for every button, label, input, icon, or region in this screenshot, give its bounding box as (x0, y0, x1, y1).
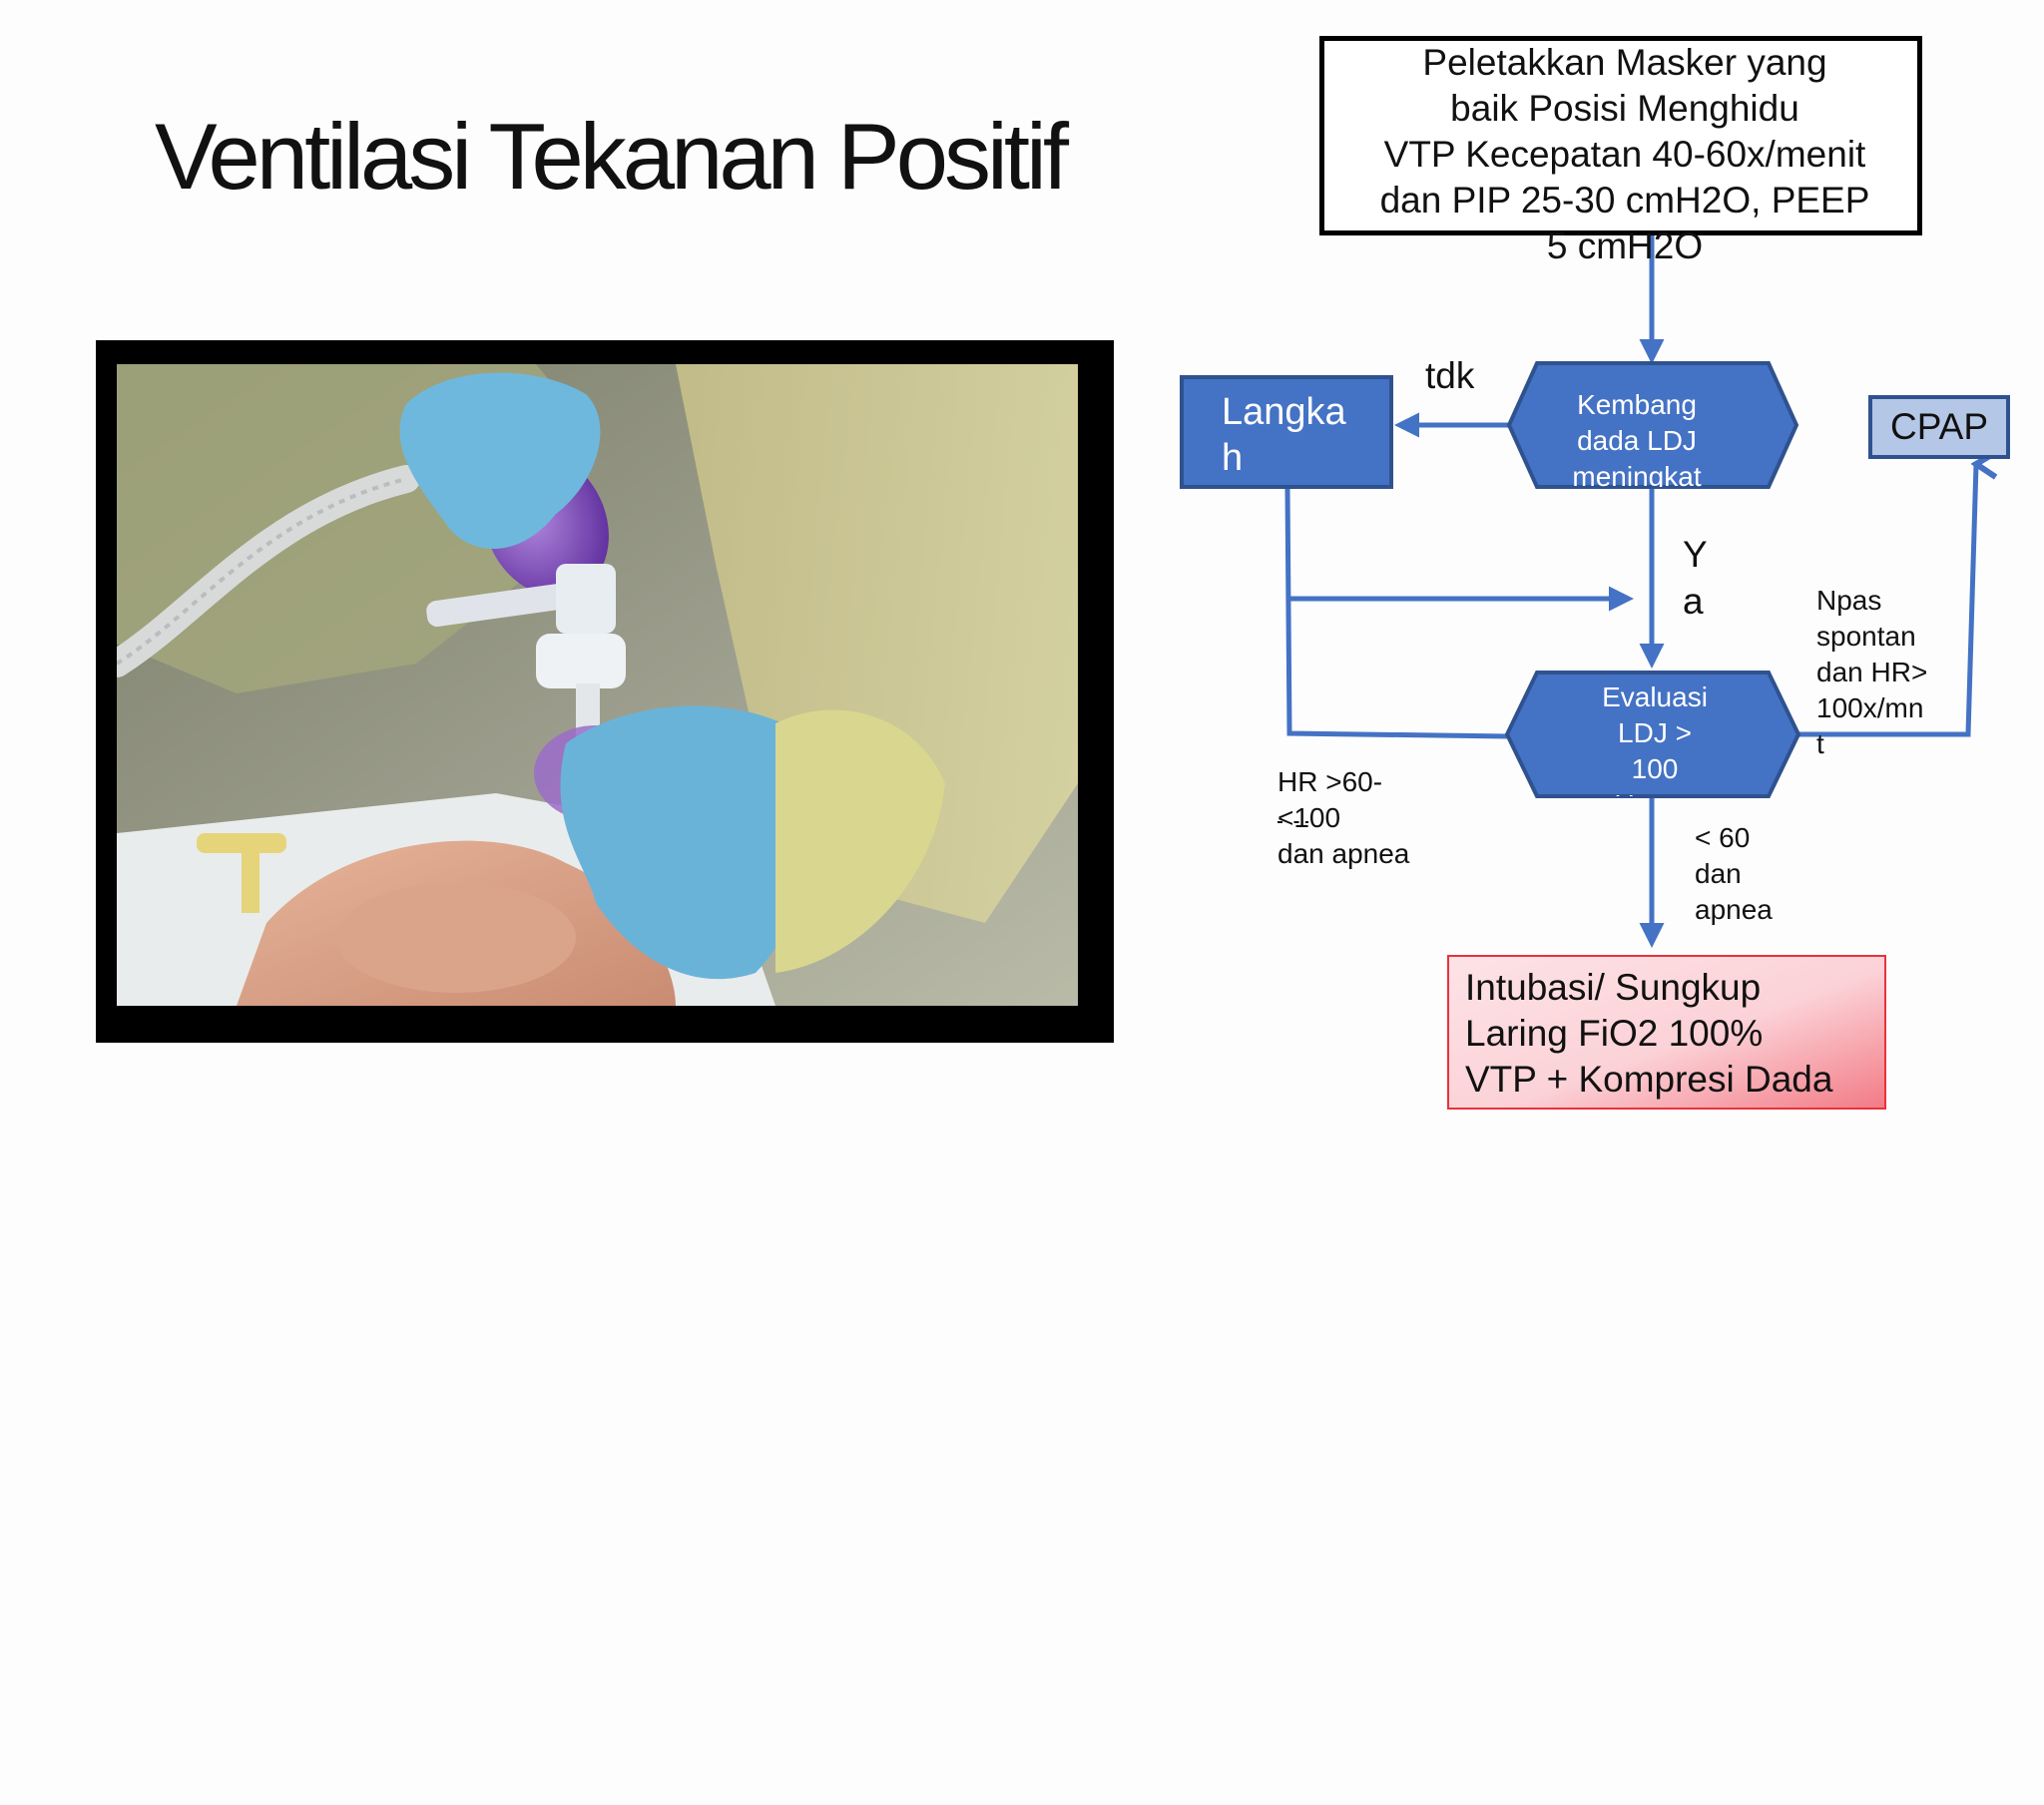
start-box-line: dan PIP 25-30 cmH2O, PEEP (1379, 180, 1870, 221)
start-box (1319, 36, 1922, 235)
npas-line: Npas (1816, 585, 1882, 616)
npas-line: t (1816, 728, 1824, 759)
langkah-line: Langka (1222, 391, 1346, 433)
evaluasi-line: LDJ > (1618, 717, 1692, 748)
intubasi-line: VTP + Kompresi Dada (1465, 1059, 1833, 1100)
start-box-line: Peletakkan Masker yang (1422, 42, 1827, 83)
ya-line: a (1683, 581, 1704, 622)
langkah-line: Koreksi (1222, 481, 1389, 485)
evaluasi-line: Upaya (1557, 787, 1753, 796)
cpap-box: CPAP (1868, 395, 2010, 459)
langkah-koreksi-box: Langka h Koreksi (1180, 375, 1393, 489)
start-box-line: baik Posisi Menghidu (1450, 88, 1799, 129)
slide-title: Ventilasi Tekanan Positif (155, 104, 1069, 209)
kembang-line: dada LDJ (1577, 425, 1697, 456)
ya-label: Y a (1683, 531, 1708, 625)
npas-line: 100x/mn (1816, 692, 1924, 723)
kembang-line: meningkat (1572, 461, 1702, 487)
langkah-text: Langka h Koreksi (1222, 389, 1389, 485)
lt60-line: < 60 (1695, 822, 1751, 853)
npas-label: Npas spontan dan HR> 100x/mn t (1816, 583, 1927, 762)
kembang-line: Kembang (1577, 389, 1697, 420)
intubasi-line: Intubasi/ Sungkup (1465, 967, 1762, 1008)
ya-line: Y (1683, 534, 1708, 575)
line-langkah-feedback (1284, 488, 1510, 739)
lt60-line: apnea (1695, 894, 1773, 925)
npas-line: dan HR> (1816, 657, 1928, 687)
evaluasi-line: Evaluasi (1602, 681, 1708, 712)
hr-line: dan apnea (1278, 838, 1410, 869)
ventilation-photo (117, 364, 1078, 1006)
intubasi-box: Intubasi/ Sungkup Laring FiO2 100% VTP +… (1447, 955, 1886, 1110)
start-box-line: VTP Kecepatan 40-60x/menit (1383, 134, 1866, 175)
lt60-line: dan (1695, 858, 1742, 889)
intubasi-line: Laring FiO2 100% (1465, 1013, 1764, 1054)
kembang-text: Kembang dada LDJ meningkat (1537, 387, 1737, 487)
evaluasi-text: Evaluasi LDJ > 100 Upaya (1557, 679, 1753, 796)
evaluasi-line: 100 (1631, 753, 1679, 784)
hr-label: HR >60- <100 dan apnea (1278, 764, 1409, 872)
langkah-line: h (1222, 437, 1244, 479)
hr-line: HR >60- (1278, 766, 1383, 797)
hr-line: <100 (1278, 802, 1341, 833)
npas-line: spontan (1816, 621, 1916, 652)
lt60-label: < 60 dan apnea (1695, 820, 1773, 928)
tdk-label: tdk (1425, 355, 1475, 396)
start-box-text: Peletakkan Masker yang baik Posisi Mengh… (1319, 40, 1930, 269)
start-box-line: 5 cmH2O (1546, 226, 1704, 266)
photo-frame (96, 340, 1114, 1043)
